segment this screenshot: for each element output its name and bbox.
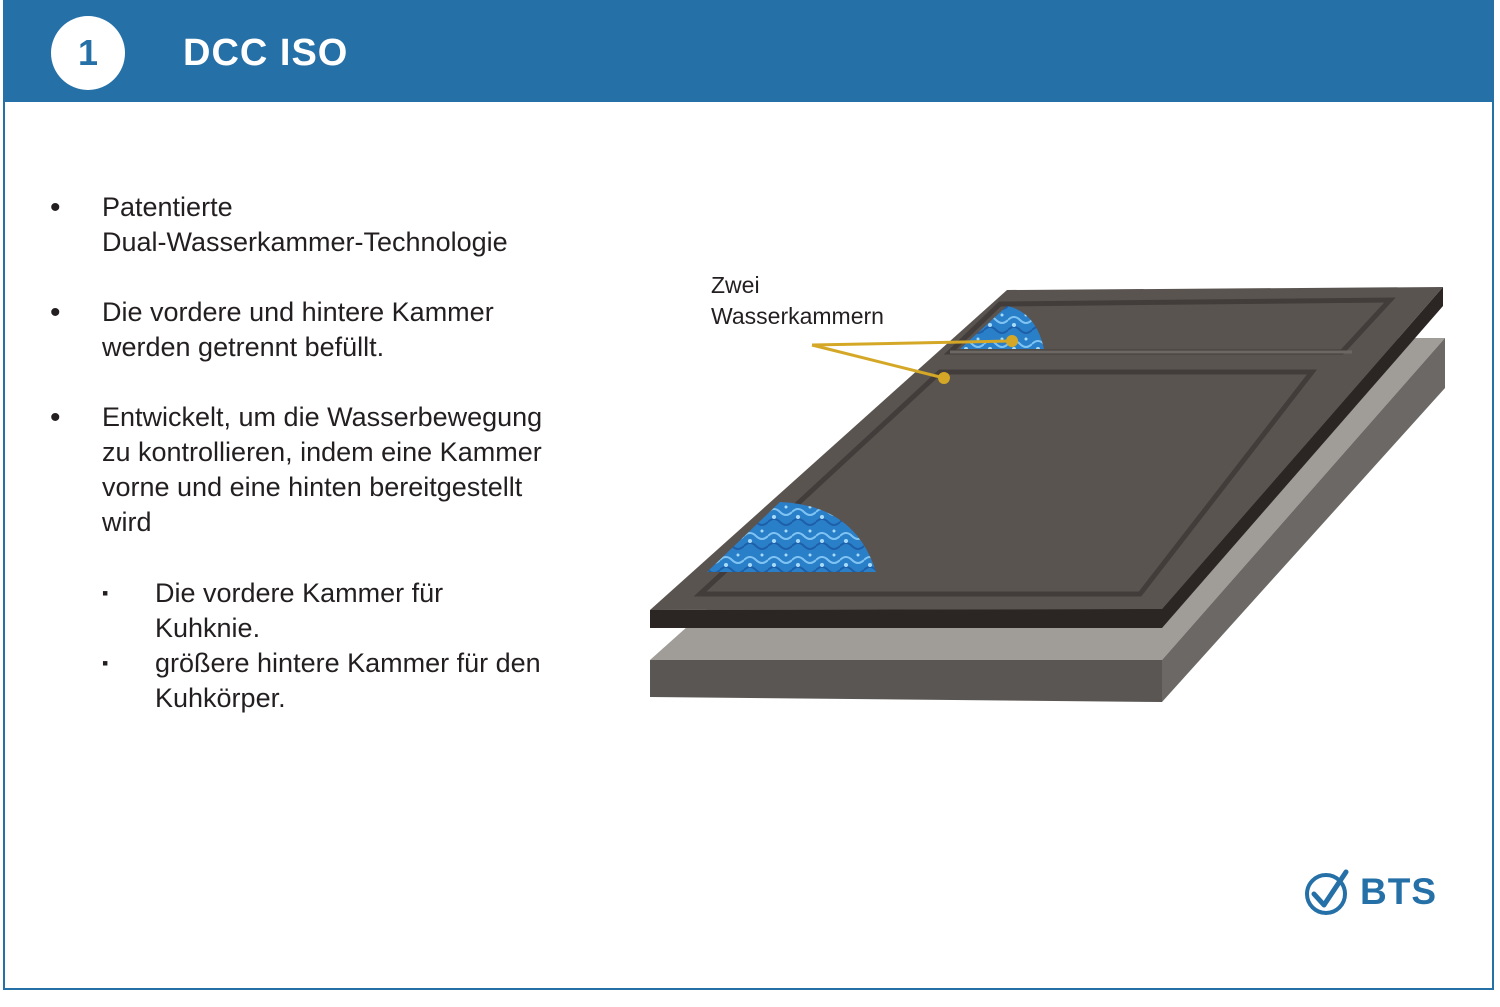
bullet-text: Entwickelt, um die Wasserbewegung zu kon… [102,402,543,537]
bullet-text: Patentierte Dual-Wasserkammer-Technologi… [102,192,508,257]
feature-list: Patentierte Dual-Wasserkammer-Technologi… [50,190,610,751]
header-bar: 1 DCC ISO [3,0,1494,102]
step-number-badge: 1 [51,16,125,90]
bullet-item: Entwickelt, um die Wasserbewegung zu kon… [50,400,610,716]
page-title: DCC ISO [183,32,349,74]
check-circle-icon [1305,869,1349,915]
sub-list: Die vordere Kammer für Kuhknie. größere … [102,576,610,716]
bullet-item: Patentierte Dual-Wasserkammer-Technologi… [50,190,610,260]
mat-diagram [650,287,1445,702]
brand-logo-text: BTS [1360,871,1437,912]
page-frame [3,0,1494,990]
callout-lines [811,335,1018,384]
callout-label: Zwei Wasserkammern [711,272,884,329]
bullet-item: Die vordere und hintere Kammer werden ge… [50,295,610,365]
sub-item: Die vordere Kammer für Kuhknie. [102,576,610,646]
bullet-text: Die vordere und hintere Kammer werden ge… [102,297,494,362]
water-chambers [707,306,1044,572]
sub-item: größere hintere Kammer für den Kuhkörper… [102,646,610,716]
